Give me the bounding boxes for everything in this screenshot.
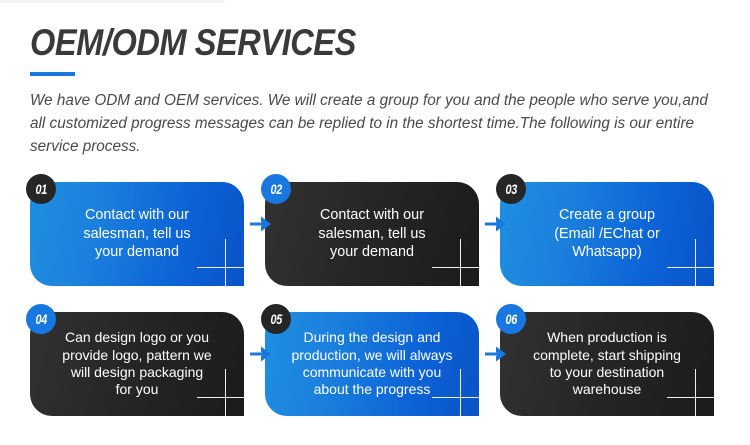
step-text: During the design and production, we wil… — [291, 329, 453, 398]
step-number-label: 05 — [270, 311, 282, 327]
step-card[interactable]: Can design logo or you provide logo, pat… — [30, 312, 244, 416]
top-accent-strip — [0, 0, 225, 3]
header: OEM/ODM SERVICES We have ODM and OEM ser… — [30, 22, 720, 159]
step-number-badge: 06 — [496, 304, 526, 334]
step-number-label: 01 — [35, 181, 47, 197]
flow-arrow-icon — [483, 341, 509, 367]
step-card[interactable]: Create a group (Email /EChat or Whatsapp… — [500, 182, 714, 286]
process-row-2: Can design logo or you provide logo, pat… — [0, 302, 750, 430]
process-step-01[interactable]: Contact with our salesman, tell us your … — [26, 174, 244, 286]
step-number-badge: 01 — [26, 174, 56, 204]
step-card[interactable]: When production is complete, start shipp… — [500, 312, 714, 416]
title-underline-rule — [30, 71, 75, 76]
step-number-badge: 04 — [26, 304, 56, 334]
step-card[interactable]: During the design and production, we wil… — [265, 312, 479, 416]
step-number-badge: 03 — [496, 174, 526, 204]
step-number-badge: 02 — [261, 174, 291, 204]
process-step-03[interactable]: Create a group (Email /EChat or Whatsapp… — [496, 174, 714, 286]
step-text: Can design logo or you provide logo, pat… — [62, 329, 212, 398]
step-number-label: 04 — [35, 311, 47, 327]
flow-arrow-icon — [248, 211, 274, 237]
flow-arrow-icon — [248, 341, 274, 367]
step-number-badge: 05 — [261, 304, 291, 334]
step-text: Create a group (Email /EChat or Whatsapp… — [554, 207, 660, 261]
step-text: Contact with our salesman, tell us your … — [83, 207, 191, 261]
process-step-06[interactable]: When production is complete, start shipp… — [496, 304, 714, 416]
process-row-1: Contact with our salesman, tell us your … — [0, 172, 750, 300]
process-step-05[interactable]: During the design and production, we wil… — [261, 304, 479, 416]
step-card[interactable]: Contact with our salesman, tell us your … — [30, 182, 244, 286]
flow-arrow-icon — [483, 211, 509, 237]
step-text: When production is complete, start shipp… — [533, 329, 681, 398]
page-title: OEM/ODM SERVICES — [30, 22, 356, 63]
page-description: We have ODM and OEM services. We will cr… — [30, 91, 708, 156]
step-card[interactable]: Contact with our salesman, tell us your … — [265, 182, 479, 286]
corner-cross-icon — [432, 239, 479, 286]
step-number-label: 02 — [270, 181, 282, 197]
corner-cross-icon — [197, 239, 244, 286]
corner-cross-icon — [667, 239, 714, 286]
step-number-label: 03 — [505, 181, 517, 197]
process-flow: Contact with our salesman, tell us your … — [0, 172, 750, 430]
step-text: Contact with our salesman, tell us your … — [318, 207, 426, 261]
process-step-02[interactable]: Contact with our salesman, tell us your … — [261, 174, 479, 286]
process-step-04[interactable]: Can design logo or you provide logo, pat… — [26, 304, 244, 416]
step-number-label: 06 — [505, 311, 517, 327]
